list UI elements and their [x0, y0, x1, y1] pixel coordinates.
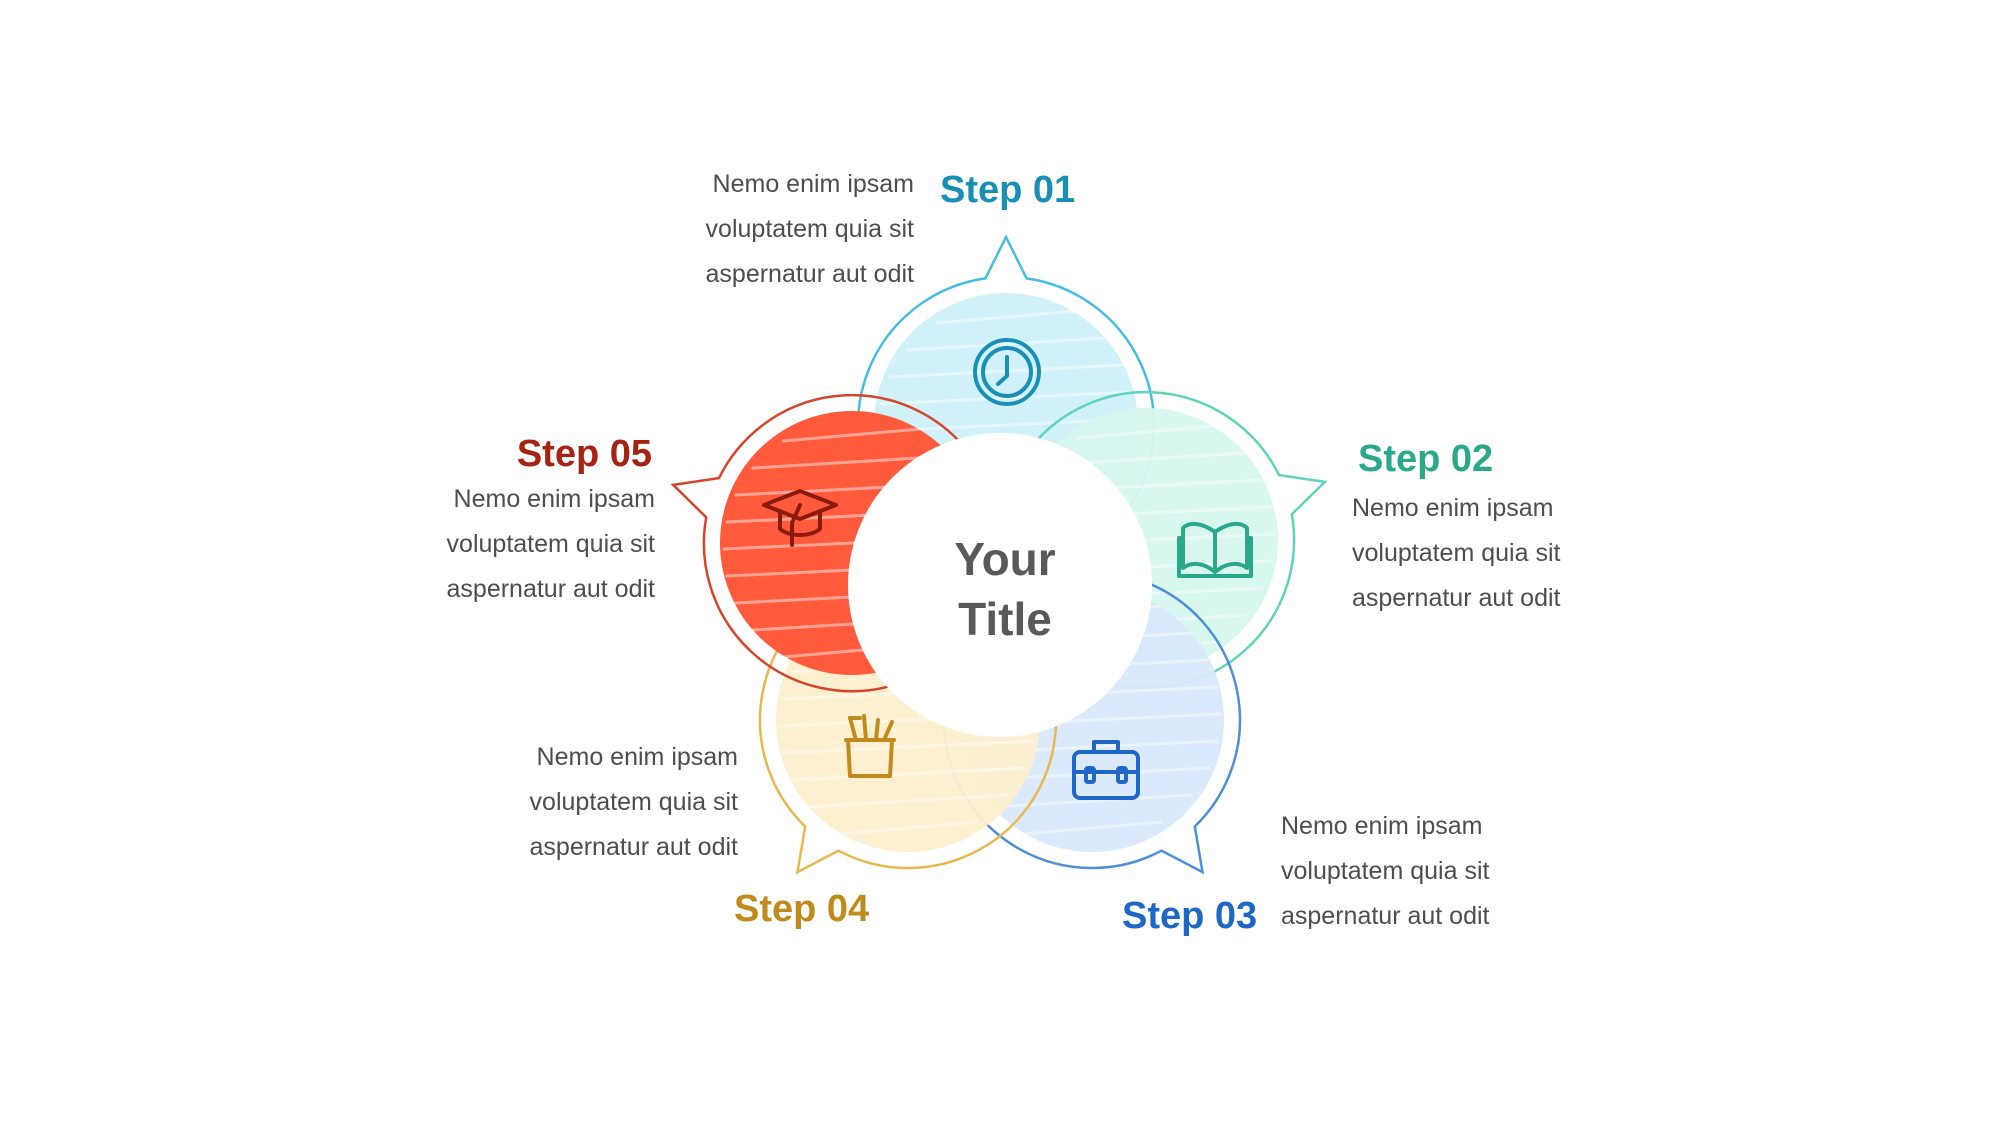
step-03-description: Nemo enim ipsam voluptatem quia sit aspe… [1281, 804, 1489, 939]
petal-texture [935, 309, 1077, 325]
step-05-desc-line: aspernatur aut odit [446, 575, 655, 603]
step-02-desc-line: aspernatur aut odit [1352, 584, 1561, 612]
step-03-desc-line: voluptatem quia sit [1281, 857, 1490, 885]
briefcase-icon [1072, 740, 1140, 800]
step-01-desc-line: Nemo enim ipsam [712, 170, 914, 198]
graduation-cap-icon [762, 489, 838, 547]
petal-texture [837, 820, 979, 836]
step-01-desc-line: voluptatem quia sit [705, 215, 914, 243]
step-05-title: Step 05 [516, 433, 652, 475]
petal-texture [879, 390, 1133, 406]
step-02-desc-line: voluptatem quia sit [1352, 539, 1561, 567]
step-03-title: Step 03 [1122, 895, 1258, 937]
clock-icon [973, 338, 1041, 406]
open-book-icon [1177, 521, 1253, 578]
center-title-line1: Your [954, 533, 1055, 585]
petal-texture [781, 427, 923, 443]
step-02-desc-line: Nemo enim ipsam [1352, 494, 1554, 522]
step-04-title: Step 04 [734, 888, 870, 930]
step-02-title: Step 02 [1358, 438, 1494, 480]
petal-texture [905, 336, 1107, 352]
petal-texture [991, 793, 1193, 809]
petal-texture [1021, 820, 1163, 836]
pencil-cup-icon [844, 714, 896, 778]
step-02-description: Nemo enim ipsam voluptatem quia sit aspe… [1352, 486, 1560, 621]
center-disc [848, 433, 1152, 737]
step-05-description: Nemo enim ipsam voluptatem quia sit aspe… [447, 477, 655, 612]
step-01-desc-line: aspernatur aut odit [705, 260, 914, 288]
step-04-desc-line: voluptatem quia sit [529, 788, 738, 816]
step-04-desc-line: Nemo enim ipsam [536, 743, 738, 771]
petal-texture [790, 766, 1026, 782]
petal-texture [1075, 424, 1217, 440]
step-05-desc-line: Nemo enim ipsam [453, 485, 655, 513]
step-01-title: Step 01 [940, 169, 1076, 211]
center-title-line2: Title [958, 593, 1052, 645]
petal-texture [781, 739, 1035, 755]
step-05-desc-line: voluptatem quia sit [446, 530, 655, 558]
step-04-desc-line: aspernatur aut odit [529, 833, 738, 861]
petal-texture [807, 793, 1009, 809]
step-01-description: Nemo enim ipsam voluptatem quia sit aspe… [706, 162, 914, 297]
step-04-description: Nemo enim ipsam voluptatem quia sit aspe… [530, 735, 738, 870]
step-03-desc-line: Nemo enim ipsam [1281, 812, 1483, 840]
icons-layer [762, 338, 1253, 800]
step-03-desc-line: aspernatur aut odit [1281, 902, 1490, 930]
